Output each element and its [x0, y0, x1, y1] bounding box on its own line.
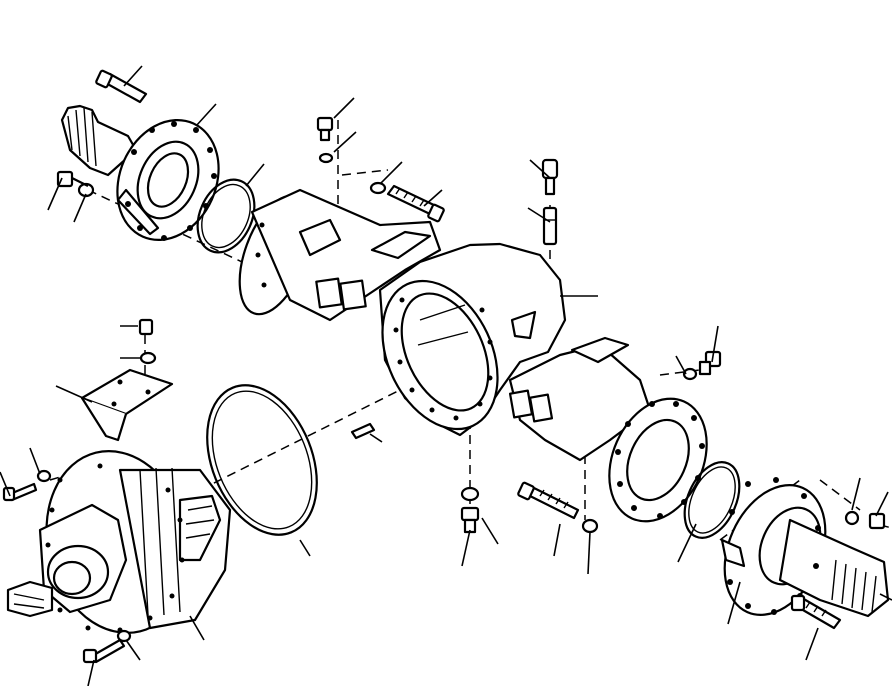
right-housing-bolt	[682, 350, 722, 381]
top-bolts	[316, 116, 445, 223]
breather	[541, 158, 559, 246]
center-o-ring	[206, 384, 318, 536]
bottom-center-parts	[460, 481, 599, 534]
dowel-pin	[350, 422, 376, 440]
diff-bolts	[2, 469, 132, 664]
right-edge-bolts	[790, 510, 886, 630]
axle-housing	[238, 188, 708, 523]
bracket	[80, 318, 174, 442]
differential-carrier	[6, 450, 232, 634]
left-o-ring	[196, 178, 256, 254]
leader-lines	[0, 65, 892, 686]
left-axle-flange	[60, 104, 220, 242]
right-axle-flange	[720, 477, 890, 618]
